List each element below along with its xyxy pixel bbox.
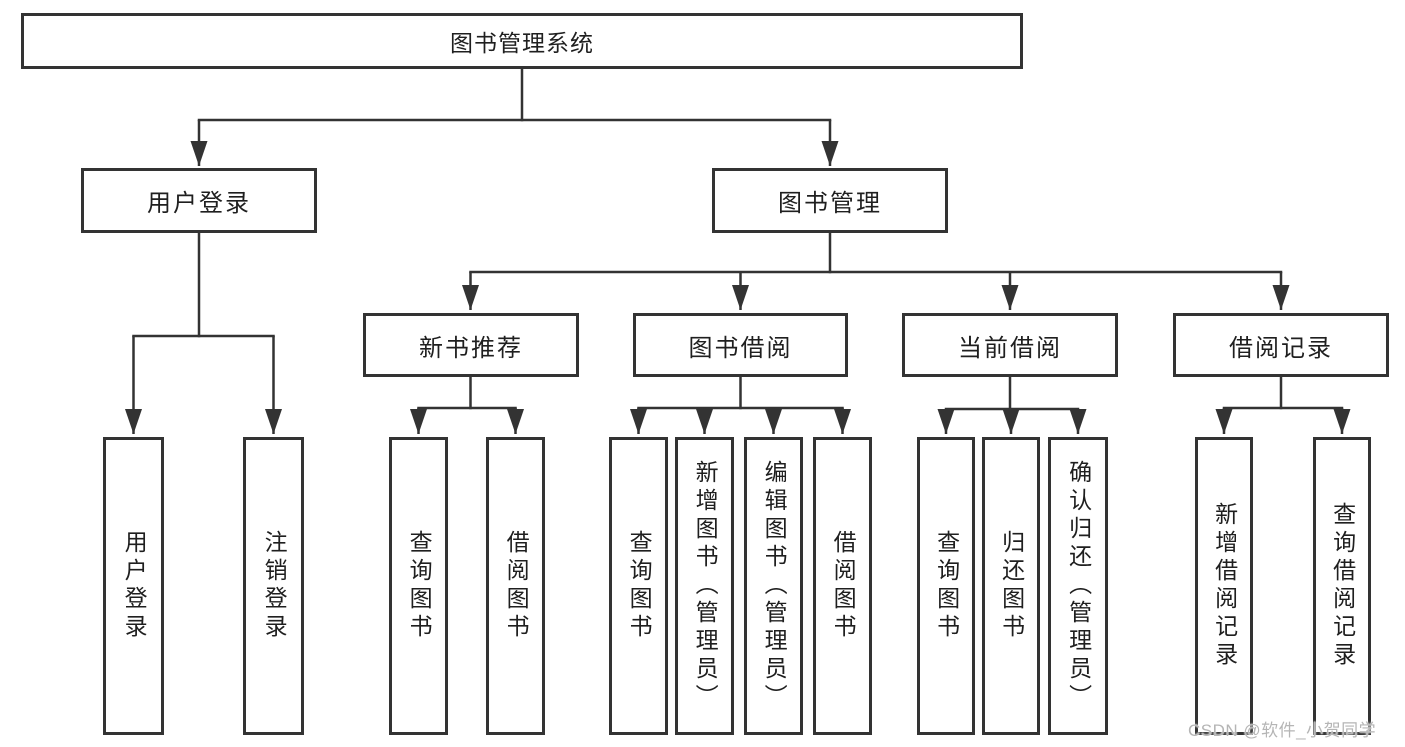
node-borrow-records: 借阅记录 <box>1173 313 1389 377</box>
connector-borrow-records-to-leaves <box>1215 377 1351 434</box>
node-user-login: 用户登录 <box>81 168 317 233</box>
leaf-records-add-record: 新增借阅记录 <box>1195 437 1253 735</box>
leaf-recommend-borrow-book: 借阅图书 <box>486 437 545 735</box>
leaf-logout: 注销登录 <box>243 437 304 735</box>
connector-book-management-to-level3 <box>462 233 1290 310</box>
connector-root-to-level2 <box>190 69 839 166</box>
connector-current-borrow-to-leaves <box>937 377 1087 434</box>
leaf-current-return-book: 归还图书 <box>982 437 1040 735</box>
node-root: 图书管理系统 <box>21 13 1023 69</box>
leaf-borrow-borrow-book: 借阅图书 <box>813 437 872 735</box>
leaf-borrow-edit-book-admin: 编辑图书（管理员） <box>744 437 803 735</box>
watermark: CSDN @软件_小贺同学 <box>1188 721 1377 740</box>
leaf-user-login: 用户登录 <box>103 437 164 735</box>
leaf-current-confirm-return-admin: 确认归还（管理员） <box>1048 437 1108 735</box>
node-book-management: 图书管理 <box>712 168 948 233</box>
node-book-borrow: 图书借阅 <box>633 313 848 377</box>
node-new-book-recommend: 新书推荐 <box>363 313 579 377</box>
connector-new-book-recommend-to-leaves <box>410 377 524 434</box>
leaf-records-query-record: 查询借阅记录 <box>1313 437 1371 735</box>
leaf-current-query-book: 查询图书 <box>917 437 975 735</box>
connector-user-login-to-leaves <box>125 233 282 434</box>
leaf-borrow-add-book-admin: 新增图书（管理员） <box>675 437 734 735</box>
node-current-borrow: 当前借阅 <box>902 313 1118 377</box>
leaf-borrow-query-book: 查询图书 <box>609 437 668 735</box>
connector-book-borrow-to-leaves <box>630 377 851 434</box>
leaf-recommend-query-book: 查询图书 <box>389 437 448 735</box>
